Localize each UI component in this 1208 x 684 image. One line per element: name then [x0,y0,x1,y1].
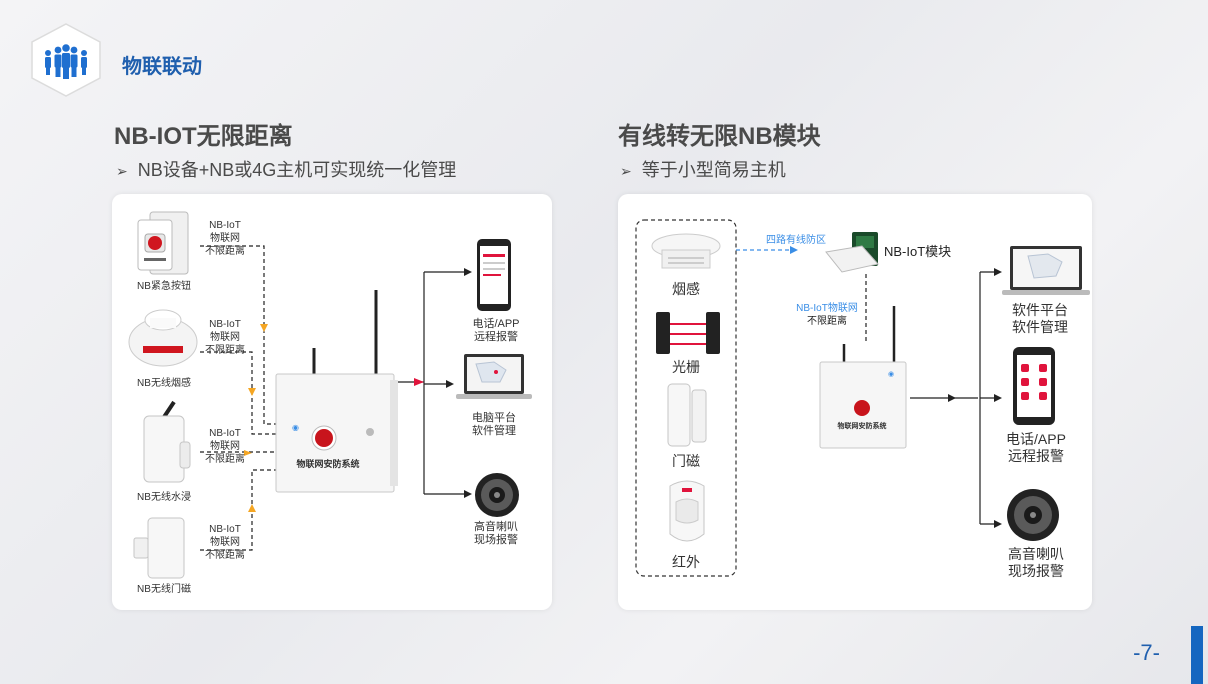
svg-text:◉: ◉ [292,423,299,432]
svg-text:◉: ◉ [888,370,894,378]
output-label: 电话/APP 远程报警 [460,318,532,344]
output-label: 高音喇叭 现场报警 [996,546,1076,580]
left-bullet: ➢ NB设备+NB或4G主机可实现统一化管理 [116,156,456,182]
people-group-icon [45,44,87,79]
sensor-label: 门磁 [672,453,700,469]
network-label: NB-IoT 物联网 不限距离 [196,427,254,466]
output-line: 现场报警 [474,534,518,546]
network-label: NB-IoT物联网 不限距离 [782,302,872,328]
page-number: -7- [1133,640,1160,665]
bullet-arrow-icon: ➢ [116,163,128,179]
speaker-icon [475,473,519,517]
emergency-button-icon [137,211,189,275]
network-label-line: 不限距离 [807,316,847,327]
output-line: 高音喇叭 [474,521,518,533]
alarm-host-icon: ◉ [819,306,907,449]
host-label: 物联网安防系统 [296,459,360,469]
page-title: 物联联动 [122,56,202,78]
host-label: 物联网安防系统 [837,423,887,430]
smoke-detector-icon [128,309,198,367]
network-label-line: 物联网 [210,441,240,452]
sensor-label: 光栅 [672,359,700,375]
network-label-line: 物联网 [210,537,240,548]
output-line: 电脑平台 [472,412,516,424]
network-label: NB-IoT 物联网 不限距离 [196,219,254,258]
light-grating-icon [656,312,720,354]
laptop-icon [456,354,532,399]
module-label: NB-IoT模块 [884,244,952,259]
network-label: NB-IoT 物联网 不限距离 [196,318,254,357]
network-label-line: 物联网 [210,332,240,343]
logo-hexagon [31,23,101,97]
network-label-line: NB-IoT物联网 [796,303,858,314]
output-line: 高音喇叭 [1008,546,1064,562]
infrared-sensor-icon [669,480,705,542]
left-heading: NB-IOT无限距离 [114,123,293,150]
accent-bar [1191,626,1203,684]
bullet-arrow-icon: ➢ [620,163,632,179]
right-bullet: ➢ 等于小型简易主机 [620,156,786,182]
output-line: 电话/APP [1006,431,1066,447]
network-label-line: NB-IoT [209,524,241,535]
left-diagram-lines [200,245,472,551]
output-label: 电脑平台 软件管理 [458,412,530,438]
device-label: NB无线门磁 [137,584,191,595]
wired-zone-label: 四路有线防区 [766,235,826,246]
sensor-label: 红外 [672,554,700,570]
left-bullet-text: NB设备+NB或4G主机可实现统一化管理 [137,160,457,180]
network-label-line: 不限距离 [205,550,245,561]
network-label-line: NB-IoT [209,319,241,330]
right-diagram-lines [635,219,1002,577]
output-line: 电话/APP [472,318,520,330]
sensor-label: 烟感 [672,281,700,297]
speaker-icon [1007,489,1059,541]
output-line: 软件管理 [1012,319,1068,335]
alarm-host-icon: ◉ [275,290,398,493]
output-line: 软件管理 [472,425,516,437]
output-line: 软件平台 [1012,302,1068,318]
output-line: 现场报警 [1008,563,1064,579]
network-label-line: NB-IoT [209,428,241,439]
network-label-line: NB-IoT [209,220,241,231]
right-heading: 有线转无限NB模块 [618,123,821,150]
smartphone-icon [477,239,511,311]
device-label: NB紧急按钮 [137,281,191,292]
network-label-line: 不限距离 [205,345,245,356]
device-label: NB无线水浸 [137,492,191,503]
network-label-line: 不限距离 [205,246,245,257]
output-label: 软件平台 软件管理 [1000,302,1080,336]
smoke-detector-icon [651,233,721,269]
water-sensor-icon [143,400,191,483]
output-label: 电话/APP 远程报警 [996,431,1076,465]
device-label: NB无线烟感 [137,378,191,389]
door-magnet-icon [133,517,185,579]
nb-module-icon [825,232,879,273]
right-bullet-text: 等于小型简易主机 [641,160,786,180]
smartphone-icon [1013,347,1055,425]
output-line: 远程报警 [1008,448,1064,464]
network-label-line: 物联网 [210,233,240,244]
output-line: 远程报警 [474,331,518,343]
door-magnet-icon [667,383,707,447]
network-label: NB-IoT 物联网 不限距离 [196,523,254,562]
output-label: 高音喇叭 现场报警 [460,521,532,547]
network-label-line: 不限距离 [205,454,245,465]
laptop-icon [1002,246,1090,295]
